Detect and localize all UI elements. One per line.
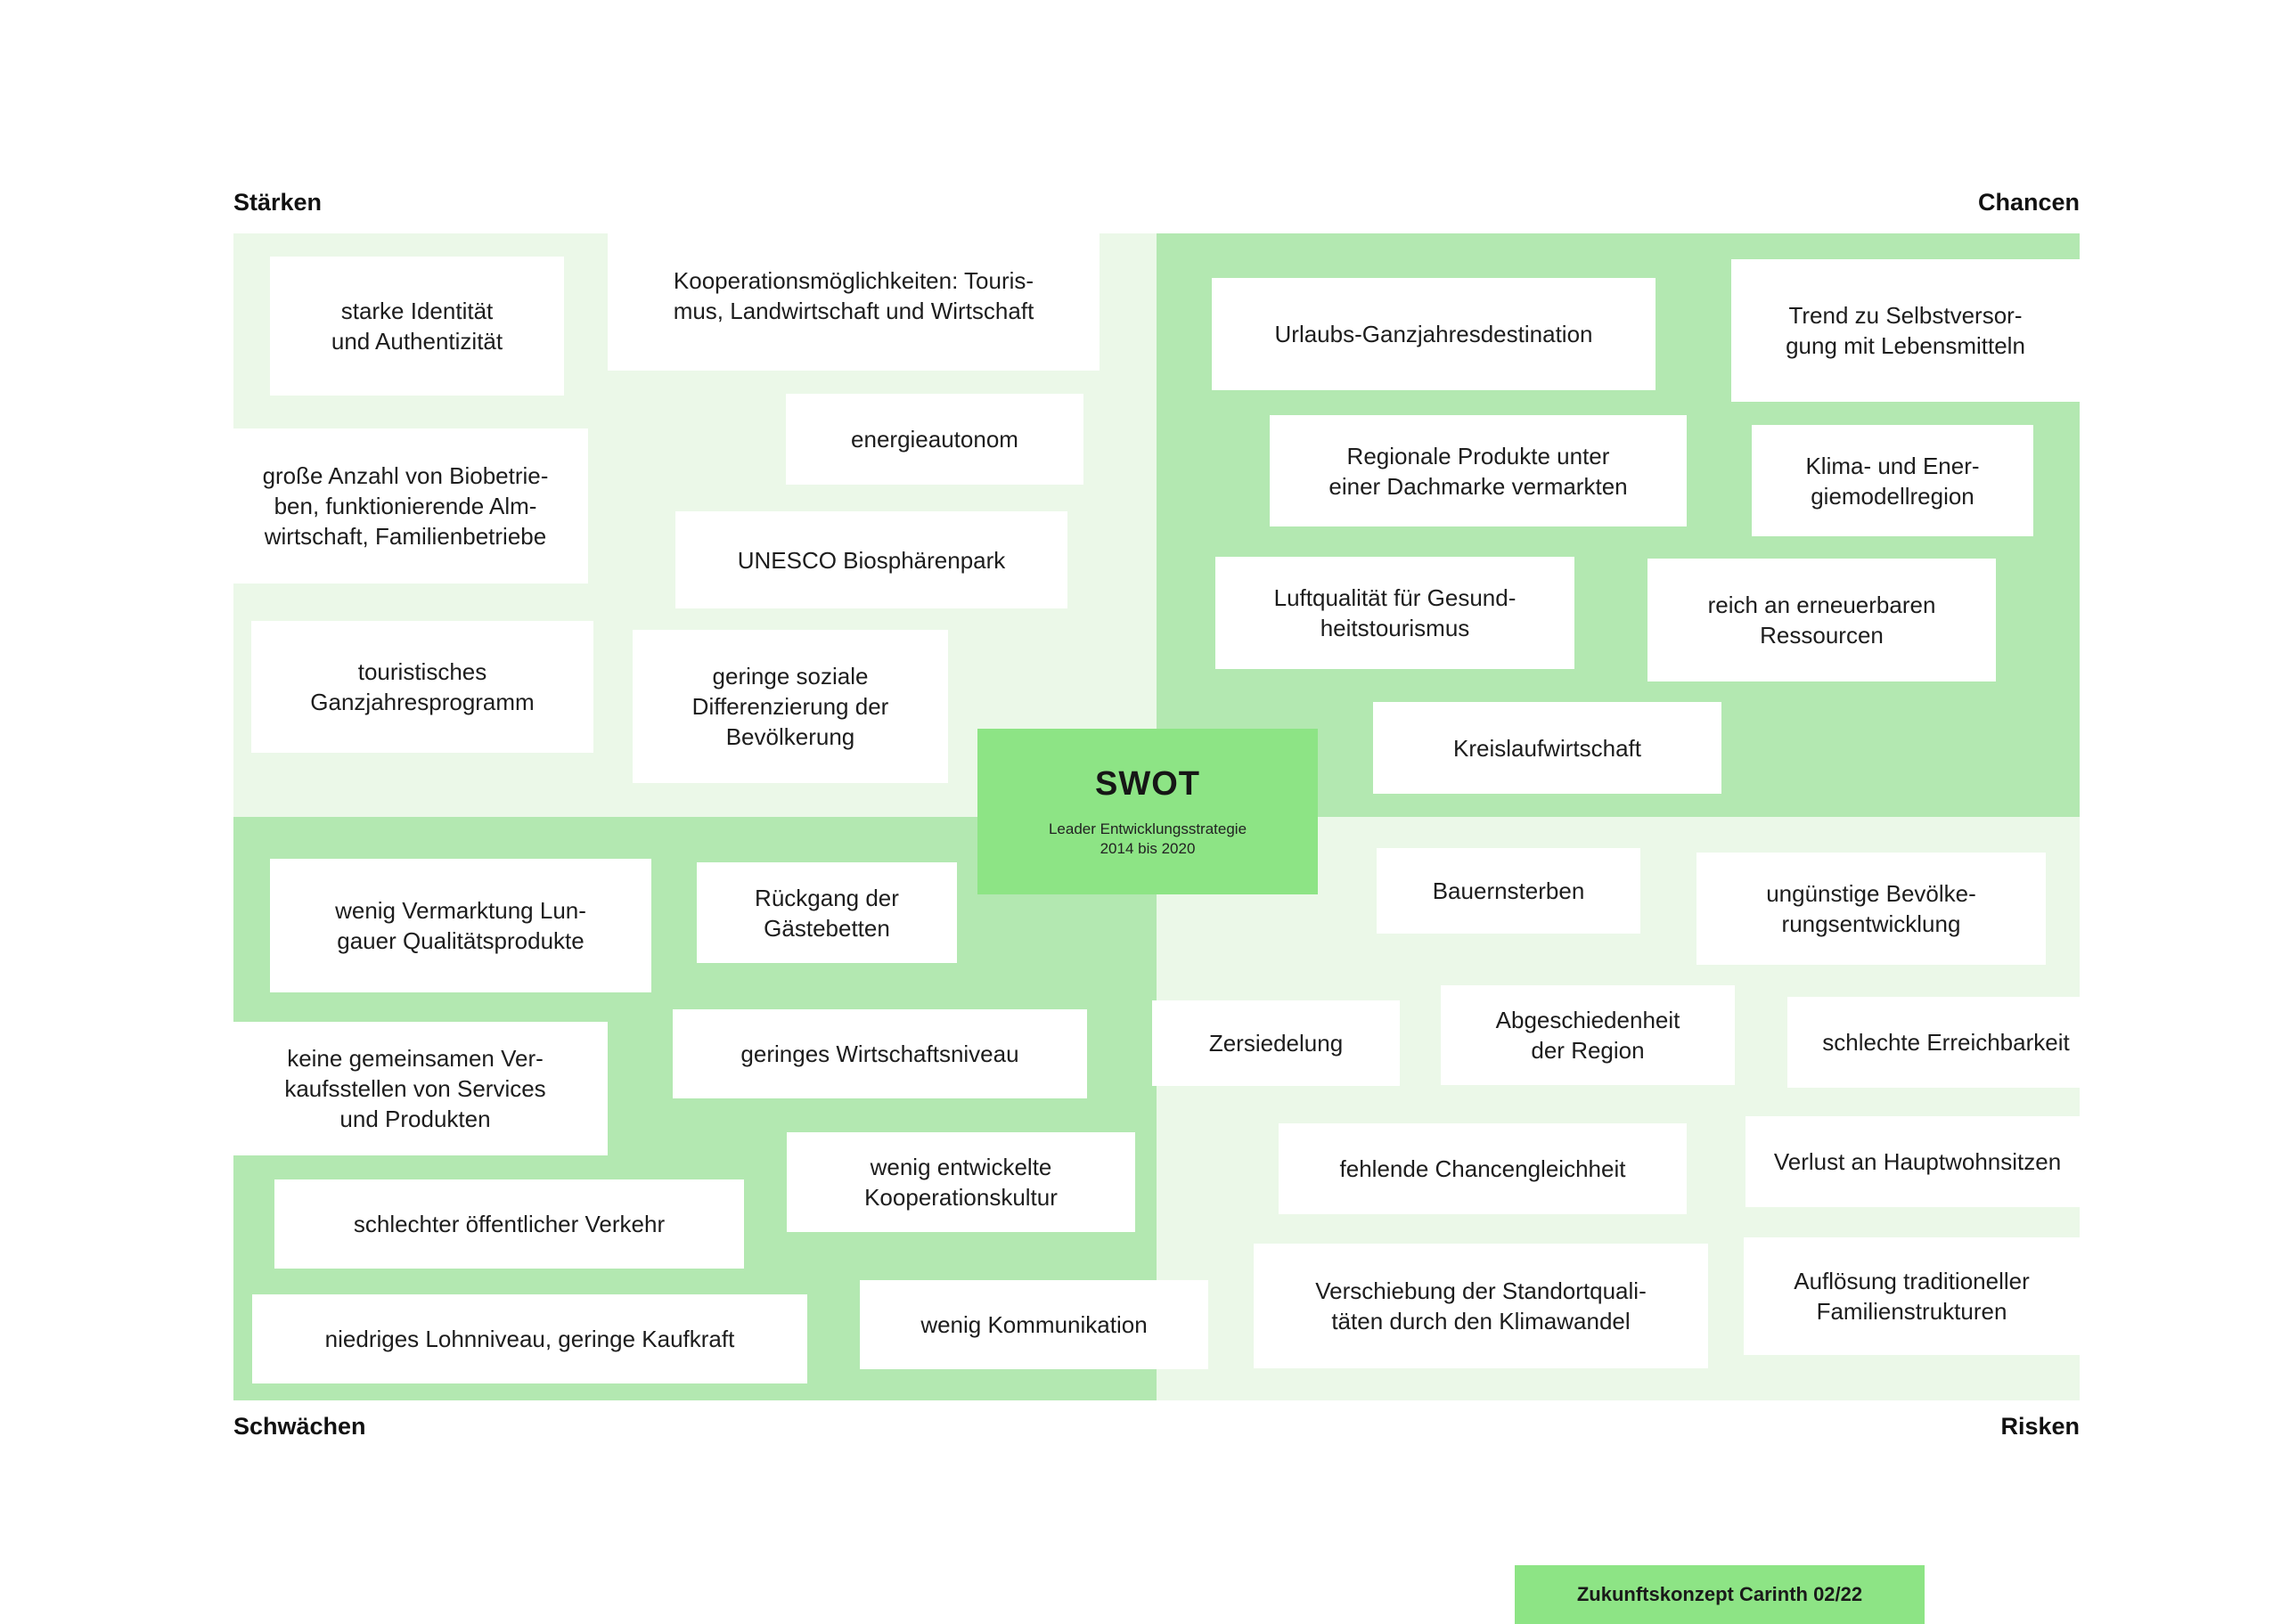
chancen-card: Luftqualität für Gesund- heitstourismus <box>1215 557 1574 669</box>
schwaechen-card: schlechter öffentlicher Verkehr <box>274 1179 744 1269</box>
chancen-card: Klima- und Ener- giemodellregion <box>1752 425 2033 536</box>
staerken-card: touristisches Ganzjahresprogramm <box>251 621 593 753</box>
staerken-card: UNESCO Biosphärenpark <box>675 511 1067 608</box>
staerken-card: große Anzahl von Biobetrie- ben, funktio… <box>223 428 588 583</box>
chancen-card: reich an erneuerbaren Ressourcen <box>1647 559 1996 681</box>
risken-card: Zersiedelung <box>1152 1000 1400 1086</box>
schwaechen-card: keine gemeinsamen Ver- kaufsstellen von … <box>223 1022 608 1155</box>
risken-card: Auflösung traditioneller Familienstruktu… <box>1744 1237 2080 1355</box>
swot-center-box: SWOT Leader Entwicklungsstrategie 2014 b… <box>977 729 1318 894</box>
schwaechen-card: geringes Wirtschaftsniveau <box>673 1009 1087 1098</box>
chancen-card: Kreislaufwirtschaft <box>1373 702 1721 794</box>
schwaechen-card: wenig entwickelte Kooperationskultur <box>787 1132 1135 1232</box>
chancen-card: Regionale Produkte unter einer Dachmarke… <box>1270 415 1687 526</box>
risken-card: fehlende Chancengleichheit <box>1279 1123 1687 1214</box>
risken-card: Verlust an Hauptwohnsitzen <box>1745 1116 2089 1207</box>
risken-card: Bauernsterben <box>1377 848 1640 934</box>
staerken-card: Kooperationsmöglichkeiten: Touris- mus, … <box>608 233 1100 371</box>
chancen-card: Trend zu Selbstversor- gung mit Lebensmi… <box>1731 259 2080 402</box>
risken-card: schlechte Erreichbarkeit <box>1787 997 2105 1088</box>
chancen-card: Urlaubs-Ganzjahresdestination <box>1212 278 1656 390</box>
label-staerken: Stärken <box>233 189 323 216</box>
staerken-card: energieautonom <box>786 394 1083 485</box>
schwaechen-card: wenig Vermarktung Lun- gauer Qualitätspr… <box>270 859 651 992</box>
swot-subtitle: Leader Entwicklungsstrategie 2014 bis 20… <box>1048 820 1247 857</box>
swot-title: SWOT <box>1095 764 1200 803</box>
label-risken: Risken <box>2000 1413 2080 1440</box>
staerken-card: starke Identität und Authentizität <box>270 257 564 396</box>
schwaechen-card: Rückgang der Gästebetten <box>697 862 957 963</box>
label-schwaechen: Schwächen <box>233 1413 366 1440</box>
label-chancen: Chancen <box>1977 189 2080 216</box>
risken-card: Abgeschiedenheit der Region <box>1441 985 1735 1085</box>
footer-tag: Zukunftskonzept Carinth 02/22 <box>1515 1565 1925 1624</box>
schwaechen-card: wenig Kommunikation <box>860 1280 1208 1369</box>
risken-card: ungünstige Bevölke- rungsentwicklung <box>1696 853 2046 965</box>
schwaechen-card: niedriges Lohnniveau, geringe Kaufkraft <box>252 1294 807 1383</box>
staerken-card: geringe soziale Differenzierung der Bevö… <box>633 630 948 783</box>
risken-card: Verschiebung der Standortquali- täten du… <box>1254 1244 1708 1368</box>
